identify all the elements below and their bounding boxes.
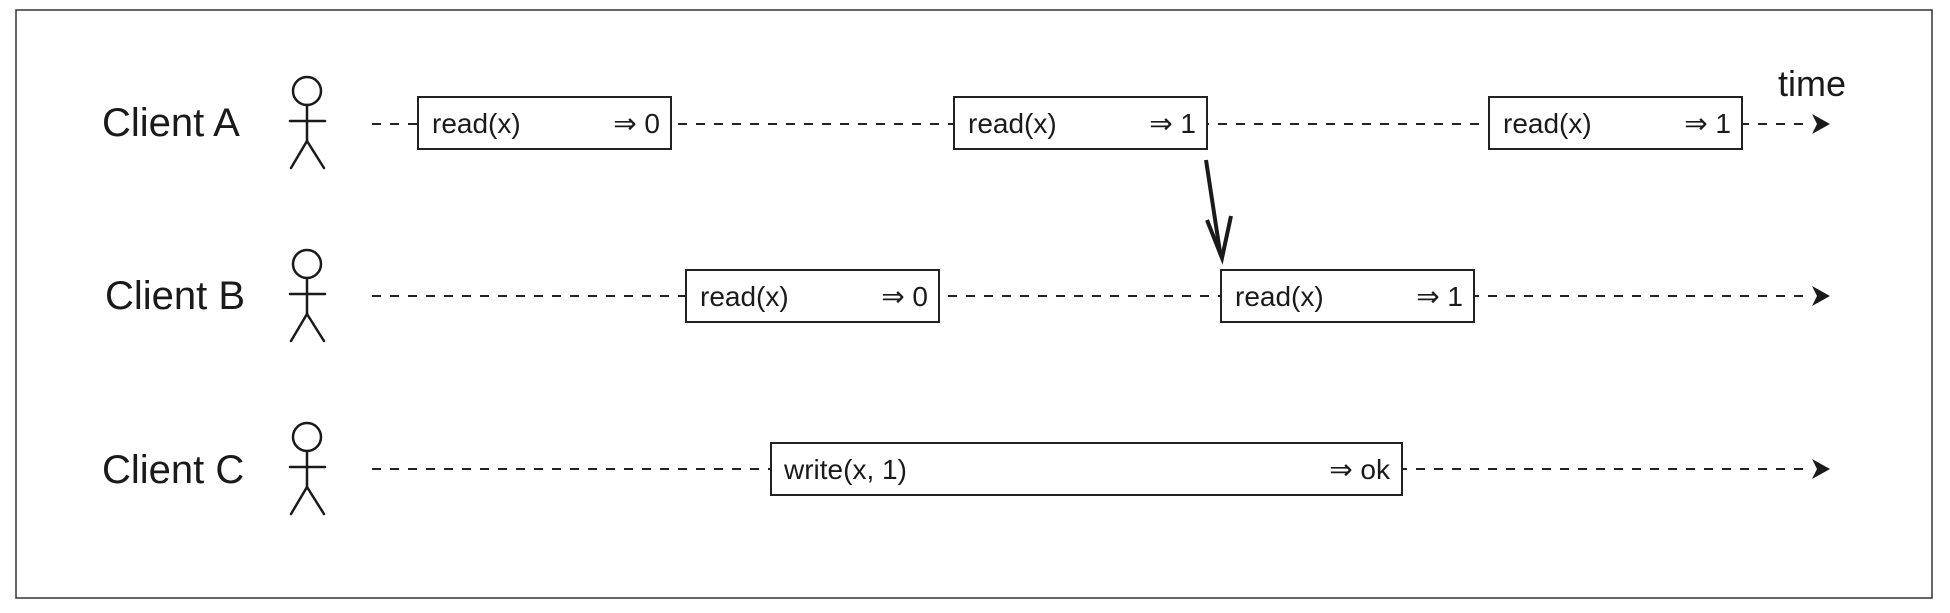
operation-result: ⇒ 1 — [1149, 108, 1196, 139]
client-label: Client C — [102, 448, 244, 492]
client-row-b: Client B read(x) ⇒ 0 read(x) ⇒ 1 — [105, 248, 1830, 343]
operation-label: read(x) — [968, 108, 1057, 139]
operation-label: read(x) — [1503, 108, 1592, 139]
operation-box: read(x) ⇒ 1 — [1220, 269, 1475, 323]
client-row-c: Client C write(x, 1) ⇒ ok — [102, 421, 1830, 516]
timeline-arrowhead — [1812, 114, 1830, 134]
client-label: Client A — [102, 101, 240, 145]
operation-box: read(x) ⇒ 1 — [1488, 96, 1743, 150]
operation-result: ⇒ 1 — [1684, 108, 1731, 139]
operation-box: read(x) ⇒ 1 — [953, 96, 1208, 150]
operation-label: read(x) — [432, 108, 521, 139]
operation-label: read(x) — [1235, 281, 1324, 312]
stick-figure-icon — [288, 75, 327, 170]
operation-result: ⇒ 1 — [1416, 281, 1463, 312]
operation-label: write(x, 1) — [783, 454, 907, 485]
operation-box: read(x) ⇒ 0 — [417, 96, 672, 150]
operation-result: ⇒ 0 — [881, 281, 928, 312]
stick-figure-icon — [288, 421, 327, 516]
operation-result: ⇒ 0 — [613, 108, 660, 139]
timeline-arrowhead — [1812, 459, 1830, 479]
client-row-a: Client A time read(x) ⇒ 0 read(x) ⇒ 1 re… — [102, 63, 1846, 170]
time-label: time — [1778, 63, 1846, 104]
dependency-arrow — [1204, 159, 1222, 253]
diagram-frame — [15, 9, 1933, 599]
stick-figure-icon — [288, 248, 327, 343]
operation-label: read(x) — [700, 281, 789, 312]
timeline-arrowhead — [1812, 286, 1830, 306]
client-label: Client B — [105, 274, 245, 318]
operation-box: read(x) ⇒ 0 — [685, 269, 940, 323]
operation-result: ⇒ ok — [1329, 454, 1391, 485]
operation-box: write(x, 1) ⇒ ok — [770, 442, 1403, 496]
dependency-arrowhead — [1205, 215, 1233, 265]
